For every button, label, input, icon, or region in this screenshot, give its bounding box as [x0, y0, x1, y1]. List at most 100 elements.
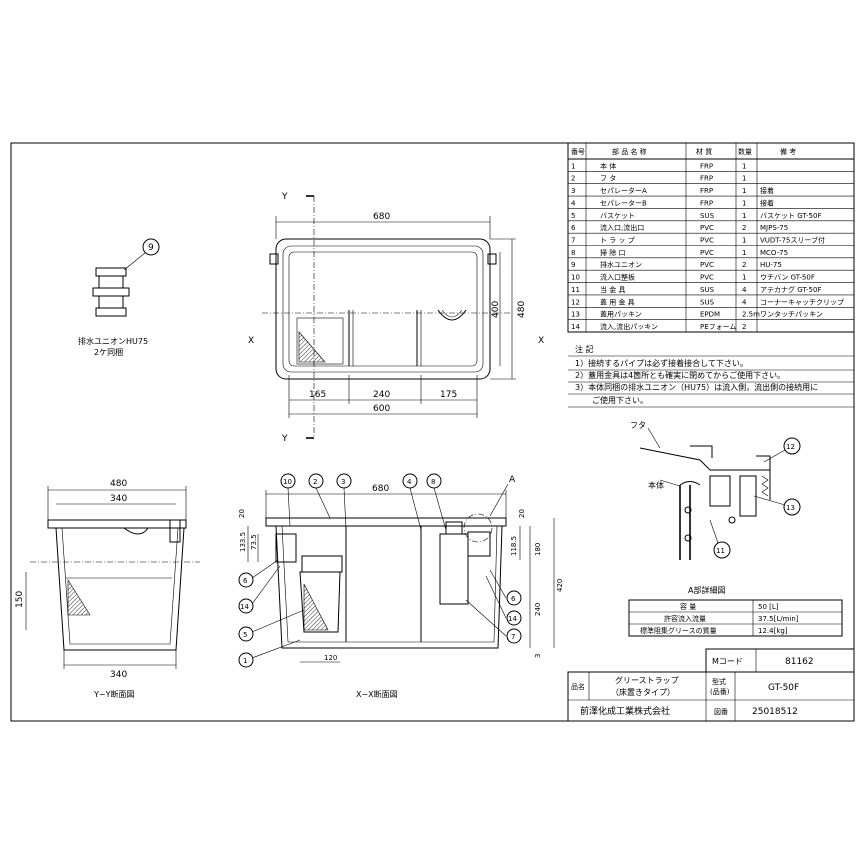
notes-title: 注 記 — [575, 344, 594, 354]
parts-cell-remarks: ワンタッチパッキン — [760, 310, 823, 319]
xx-dim-20-left: 20 — [238, 509, 246, 518]
xx-dim-735: 73.5 — [250, 534, 258, 550]
xx-dim-120: 120 — [324, 654, 337, 662]
title-name-line1: グリーストラップ — [615, 675, 679, 685]
plan-dim-right-outer: 480 — [517, 301, 527, 318]
parts-cell-name: 流入口整板 — [600, 273, 635, 282]
parts-cell-name: ト ラ ッ プ — [600, 237, 635, 245]
parts-cell-qty: 4 — [742, 286, 747, 294]
parts-cell-qty: 1 — [742, 175, 746, 183]
spec-table-title: A部詳細図 — [688, 585, 725, 595]
parts-cell-no: 12 — [571, 298, 580, 306]
parts-cell-qty: 1 — [742, 199, 746, 207]
parts-cell-material: PVC — [700, 261, 714, 269]
parts-cell-qty: 1 — [742, 249, 746, 257]
parts-cell-material: PVC — [700, 249, 714, 257]
a-detail-callout-11: 11 — [716, 547, 725, 555]
parts-cell-remarks: HU-75 — [760, 261, 782, 269]
plan-dim-top: 680 — [373, 212, 390, 222]
xx-callout-right-7: 7 — [511, 633, 515, 641]
parts-cell-no: 10 — [571, 274, 580, 282]
parts-cell-remarks: MCO-75 — [760, 249, 788, 257]
parts-cell-no: 4 — [571, 199, 576, 207]
parts-cell-no: 2 — [571, 175, 575, 183]
xx-callout-8: 8 — [431, 478, 435, 486]
xx-callout-right-14: 14 — [508, 615, 517, 623]
xx-dim-20-right: 20 — [518, 509, 526, 518]
parts-cell-name: 本 体 — [600, 161, 616, 170]
xx-callout-left-14: 14 — [240, 603, 249, 611]
parts-cell-no: 5 — [571, 212, 575, 220]
xx-callout-2: 2 — [313, 478, 317, 486]
parts-cell-name: バスケット — [600, 212, 635, 220]
xx-callout-4: 4 — [407, 478, 412, 486]
parts-cell-name: セパレーターB — [600, 198, 647, 207]
parts-header-remarks: 備 考 — [780, 147, 796, 156]
parts-cell-name: セパレーターA — [600, 186, 647, 195]
parts-header-qty: 数量 — [738, 147, 752, 156]
parts-cell-no: 6 — [571, 224, 576, 232]
parts-cell-remarks: VUDT-75スリーブ付 — [760, 236, 825, 245]
mcode-value: 81162 — [785, 657, 814, 667]
plan-section-y-top: Y — [281, 192, 288, 202]
parts-cell-no: 1 — [571, 162, 575, 170]
xx-callout-10: 10 — [283, 478, 292, 486]
notes: 注 記 1）接続するパイプは必ず接着接合して下さい。 2）蓋用金具は4箇所とも確… — [568, 344, 854, 408]
parts-cell-remarks: コーナーキャッチクリップ — [760, 298, 844, 306]
title-name-label: 品名 — [571, 682, 585, 691]
yy-dim-left: 150 — [15, 591, 25, 608]
parts-cell-name: 蓋用パッキン — [600, 310, 642, 319]
parts-cell-material: PEフォーム — [700, 323, 736, 331]
parts-cell-material: EPDM — [700, 311, 720, 319]
union-label-2: 2ケ同梱 — [94, 347, 123, 357]
spec-label-grease: 標準阻集グリースの質量 — [640, 626, 717, 635]
parts-cell-qty: 4 — [742, 298, 747, 306]
parts-cell-qty: 1 — [742, 212, 746, 220]
spec-value-grease: 12.4[kg] — [758, 627, 788, 635]
parts-cell-no: 7 — [571, 237, 575, 245]
parts-cell-name: 掃 除 口 — [600, 248, 625, 257]
spec-table: A部詳細図 容 量 50 [L] 許容流入流量 37.5[L/min] 標準阻集… — [628, 585, 843, 637]
xx-section — [238, 473, 555, 668]
parts-cell-material: PVC — [700, 237, 714, 245]
parts-cell-material: PVC — [700, 274, 714, 282]
xx-dim-240: 240 — [534, 603, 542, 616]
parts-cell-qty: 2 — [742, 224, 746, 232]
parts-cell-material: SUS — [700, 212, 715, 220]
title-model-label-1: 型式 — [712, 677, 726, 686]
title-drawing-no: 25018512 — [752, 707, 798, 717]
spec-value-flow: 37.5[L/min] — [758, 615, 799, 623]
yy-dim-top-inner: 340 — [110, 494, 127, 504]
parts-cell-name: 当 金 具 — [600, 285, 625, 294]
parts-cell-name: 蓋 用 金 具 — [600, 297, 635, 306]
parts-cell-remarks: バスケット GT-50F — [760, 212, 822, 220]
parts-cell-material: FRP — [700, 199, 713, 207]
parts-cell-no: 14 — [571, 323, 580, 331]
note-3: 3）本体同梱の排水ユニオン（HU75）は流入側，流出側の接続用に — [575, 382, 818, 392]
title-name-line2: （床置きタイプ） — [611, 687, 675, 697]
yy-section — [25, 486, 200, 669]
note-4: ご使用下さい。 — [592, 395, 648, 405]
parts-cell-no: 3 — [571, 187, 575, 195]
parts-cell-remarks: MJPS-75 — [760, 224, 788, 232]
parts-cell-qty: 1 — [742, 162, 746, 170]
parts-cell-no: 11 — [571, 286, 580, 294]
xx-callout-a: A — [509, 475, 516, 485]
xx-dim-1185: 118.5 — [510, 536, 518, 556]
xx-dim-180: 180 — [534, 543, 542, 556]
parts-cell-no: 13 — [571, 311, 580, 319]
title-model: GT-50F — [768, 683, 799, 693]
yy-caption: Y−Y断面図 — [93, 689, 134, 699]
parts-cell-name: 流入口,流出口 — [600, 223, 644, 232]
note-2: 2）蓋用金具は4箇所とも確実に閉めてからご使用下さい。 — [575, 370, 785, 380]
parts-cell-name: 流入,流出パッキン — [600, 322, 658, 331]
xx-callout-left-1: 1 — [243, 657, 247, 665]
plan-section-x-right: X — [538, 336, 544, 346]
parts-cell-material: PVC — [700, 224, 714, 232]
title-maker: 前澤化成工業株式会社 — [580, 705, 670, 717]
parts-cell-qty: 1 — [742, 187, 746, 195]
title-model-label-2: (品番) — [710, 688, 730, 696]
spec-label-flow: 許容流入流量 — [664, 614, 706, 623]
xx-dim-3: 3 — [534, 654, 542, 658]
title-block — [567, 648, 855, 722]
